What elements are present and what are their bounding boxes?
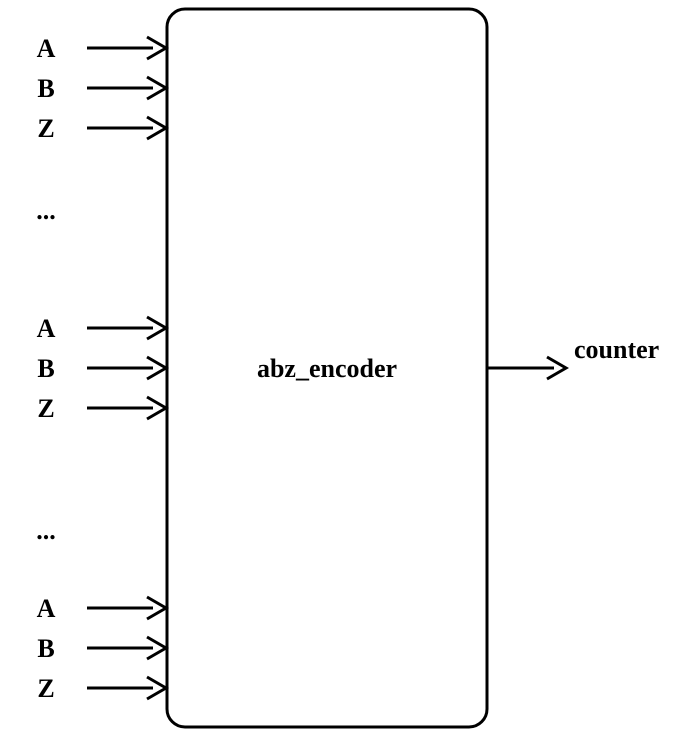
input-arrow	[87, 675, 169, 701]
input-arrow	[87, 595, 169, 621]
input-arrow	[87, 75, 169, 101]
output-label: counter	[574, 335, 660, 364]
input-label-b: B	[37, 74, 55, 103]
input-label-z: Z	[37, 394, 55, 423]
ellipsis: ...	[36, 196, 56, 225]
block-title: abz_encoder	[256, 354, 398, 383]
input-label-a: A	[36, 34, 56, 63]
input-arrow	[87, 315, 169, 341]
input-label-a: A	[36, 594, 56, 623]
ellipsis: ...	[36, 516, 56, 545]
input-label-z: Z	[37, 114, 55, 143]
input-label-a: A	[36, 314, 56, 343]
input-arrow	[87, 35, 169, 61]
output-arrow	[488, 355, 569, 381]
input-label-z: Z	[37, 674, 55, 703]
input-arrow	[87, 355, 169, 381]
input-arrow	[87, 115, 169, 141]
input-label-b: B	[37, 354, 55, 383]
input-arrow	[87, 635, 169, 661]
input-arrow	[87, 395, 169, 421]
input-label-b: B	[37, 634, 55, 663]
